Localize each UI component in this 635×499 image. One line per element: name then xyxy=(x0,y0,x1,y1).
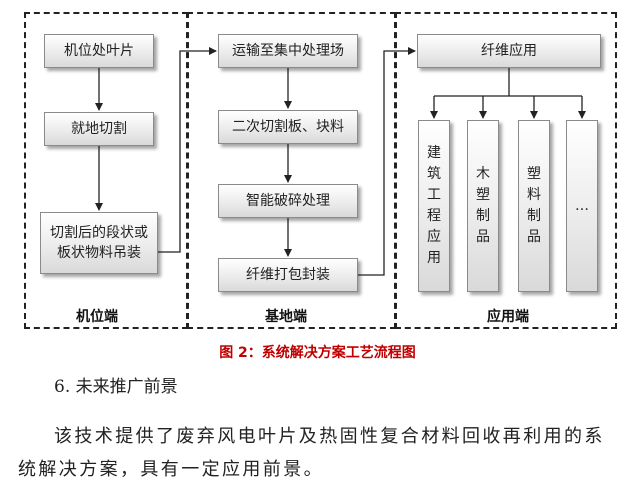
step-lifting-cut-material: 切割后的段状或板状物料吊装 xyxy=(40,212,158,274)
app-plastic-products: 塑料制品 xyxy=(518,120,550,292)
panel-label-application-end: 应用端 xyxy=(487,309,529,325)
app-construction-engineering: 建筑工程应用 xyxy=(418,120,450,292)
step-secondary-cutting: 二次切割板、块料 xyxy=(218,110,358,144)
step-onsite-cutting: 就地切割 xyxy=(44,112,154,146)
connector-arrows xyxy=(95,47,586,276)
step-blade-at-turbine: 机位处叶片 xyxy=(44,34,154,68)
panel-label-machine-end: 机位端 xyxy=(76,309,118,325)
arrow-lifting-to-transport xyxy=(158,47,217,253)
panel-application-end xyxy=(395,12,617,329)
section-heading: 6. 未来推广前景 xyxy=(54,377,178,397)
fiber-application: 纤维应用 xyxy=(417,34,601,68)
app-more-ellipsis: … xyxy=(566,120,598,292)
app-wood-plastic-products: 木塑制品 xyxy=(467,120,499,292)
figure-caption: 图 2：系统解决方案工艺流程图 xyxy=(219,345,416,361)
step-transport-to-center: 运输至集中处理场 xyxy=(218,34,358,68)
panel-label-base-end: 基地端 xyxy=(265,309,307,325)
step-smart-crushing: 智能破碎处理 xyxy=(218,184,358,218)
body-paragraph: 该技术提供了废弃风电叶片及热固性复合材料回收再利用的系统解决方案，具有一定应用前… xyxy=(18,426,605,480)
arrow-packaging-to-fiber xyxy=(358,47,416,276)
step-fiber-packaging: 纤维打包封装 xyxy=(218,258,358,292)
